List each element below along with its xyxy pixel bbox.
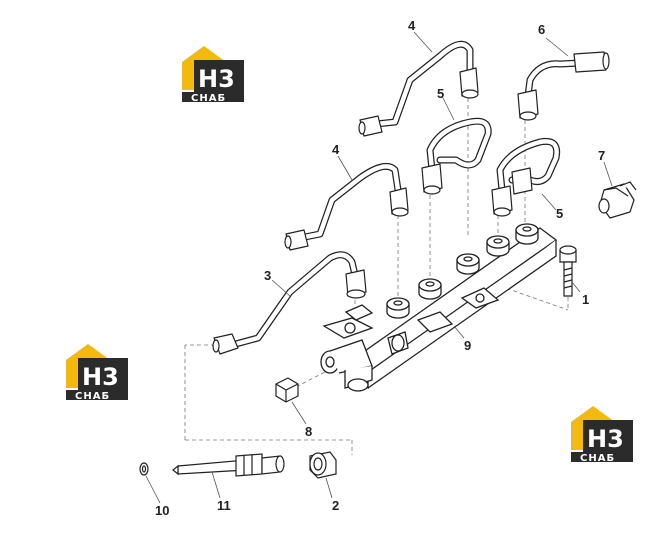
logo-text: H3 [198,65,235,93]
pressure-sensor-part-7 [598,181,637,219]
fuel-line-part-4 [284,162,409,251]
logo-text: H3 [587,425,624,453]
logo-subtext: СНАБ [75,391,110,402]
callout-5: 5 [556,206,563,221]
rail-outlet [386,297,410,319]
callout-2: 2 [332,498,339,513]
callout-10: 10 [155,503,169,518]
fuel-line-part-4 [358,40,479,137]
rail-outlet [418,278,442,300]
callout-8: 8 [305,424,312,439]
bolt-part-1 [559,245,577,297]
rail-outlet [486,235,510,257]
rail-outlet [515,223,539,245]
callout-11: 11 [217,498,231,513]
callout-7: 7 [598,148,605,163]
callout-5: 5 [437,86,444,101]
fuel-line-part-3 [212,251,367,355]
connector-part-11 [172,453,285,477]
callout-1: 1 [582,292,589,307]
fuel-line-part-5 [491,137,561,217]
plug-part-8 [275,377,299,403]
callout-3: 3 [264,268,271,283]
callout-4: 4 [408,18,416,33]
watermark-logo: H3 СНАБ [182,46,244,104]
fuel-line-part-5 [421,117,492,195]
fuel-line-part-6 [517,51,610,121]
watermark-logo: H3 СНАБ [571,406,633,464]
fuel-lines [212,40,610,355]
logo-text: H3 [82,363,119,391]
callout-9: 9 [464,338,471,353]
watermark-logo: H3 СНАБ [66,344,128,402]
logo-subtext: СНАБ [191,93,226,104]
logo-subtext: СНАБ [580,453,615,464]
nut-part-2 [309,451,337,479]
callout-6: 6 [538,22,545,37]
fuel-rail [320,223,558,392]
leader-lines [145,31,613,504]
o-ring-part-10 [139,462,149,476]
callout-labels: 4 6 5 4 7 5 1 3 9 8 2 11 10 [155,18,605,518]
rail-outlet [456,253,480,275]
callout-4: 4 [332,142,340,157]
